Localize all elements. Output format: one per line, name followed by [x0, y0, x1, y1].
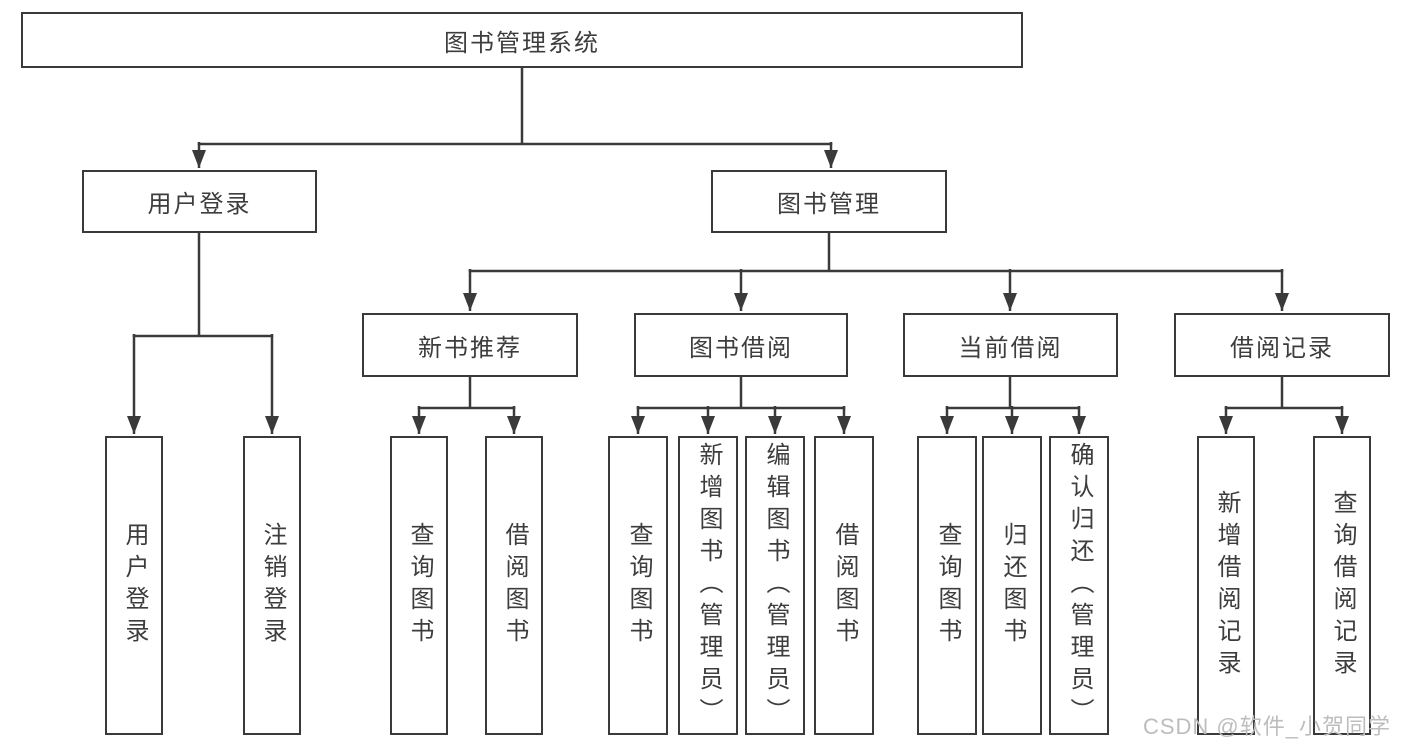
leaf-borrow-books-recommend-label: 借阅图书: [501, 521, 528, 650]
node-current-borrow: 当前借阅: [903, 313, 1118, 377]
leaf-query-books-current: 查询图书: [917, 436, 977, 735]
leaf-confirm-return-admin: 确认归还（管理员）: [1049, 436, 1109, 735]
node-current-borrow-label: 当前借阅: [958, 334, 1063, 362]
node-new-book-recommend-label: 新书推荐: [418, 334, 522, 362]
leaf-query-books-recommend: 查询图书: [390, 436, 448, 735]
node-new-book-recommend: 新书推荐: [362, 313, 578, 377]
leaf-query-borrow-record: 查询借阅记录: [1313, 436, 1371, 735]
node-book-management: 图书管理: [711, 170, 947, 233]
leaf-query-borrow-record-label: 查询借阅记录: [1329, 489, 1356, 682]
node-book-borrow: 图书借阅: [634, 313, 848, 377]
leaf-add-borrow-record: 新增借阅记录: [1197, 436, 1255, 735]
leaf-borrow-books-recommend: 借阅图书: [485, 436, 543, 735]
leaf-logout-label: 注销登录: [259, 521, 286, 650]
node-user-login: 用户登录: [82, 170, 317, 233]
node-user-login-label: 用户登录: [147, 191, 252, 218]
leaf-return-books-label: 归还图书: [999, 521, 1026, 650]
leaf-user-login-label: 用户登录: [121, 521, 148, 650]
leaf-query-books-recommend-label: 查询图书: [406, 521, 433, 650]
node-root-system: 图书管理系统: [21, 12, 1023, 68]
leaf-user-login: 用户登录: [105, 436, 163, 735]
leaf-query-books-borrow: 查询图书: [608, 436, 668, 735]
leaf-return-books: 归还图书: [982, 436, 1042, 735]
node-root-label: 图书管理系统: [444, 29, 600, 57]
leaf-add-borrow-record-label: 新增借阅记录: [1213, 489, 1240, 682]
node-book-management-label: 图书管理: [777, 191, 881, 218]
node-borrow-records: 借阅记录: [1174, 313, 1390, 377]
node-borrow-records-label: 借阅记录: [1230, 334, 1334, 362]
leaf-query-books-current-label: 查询图书: [934, 521, 961, 650]
leaf-query-books-borrow-label: 查询图书: [625, 521, 652, 650]
leaf-borrow-books: 借阅图书: [814, 436, 874, 735]
leaf-add-books-admin: 新增图书（管理员）: [678, 436, 738, 735]
leaf-confirm-return-admin-label: 确认归还（管理员）: [1066, 441, 1093, 730]
leaf-edit-books-admin: 编辑图书（管理员）: [745, 436, 805, 735]
csdn-watermark: CSDN @软件_小贺同学: [1142, 714, 1391, 739]
node-book-borrow-label: 图书借阅: [689, 334, 793, 362]
leaf-edit-books-admin-label: 编辑图书（管理员）: [762, 441, 789, 730]
leaf-borrow-books-label: 借阅图书: [831, 521, 858, 650]
leaf-logout: 注销登录: [243, 436, 301, 735]
leaf-add-books-admin-label: 新增图书（管理员）: [695, 441, 722, 730]
